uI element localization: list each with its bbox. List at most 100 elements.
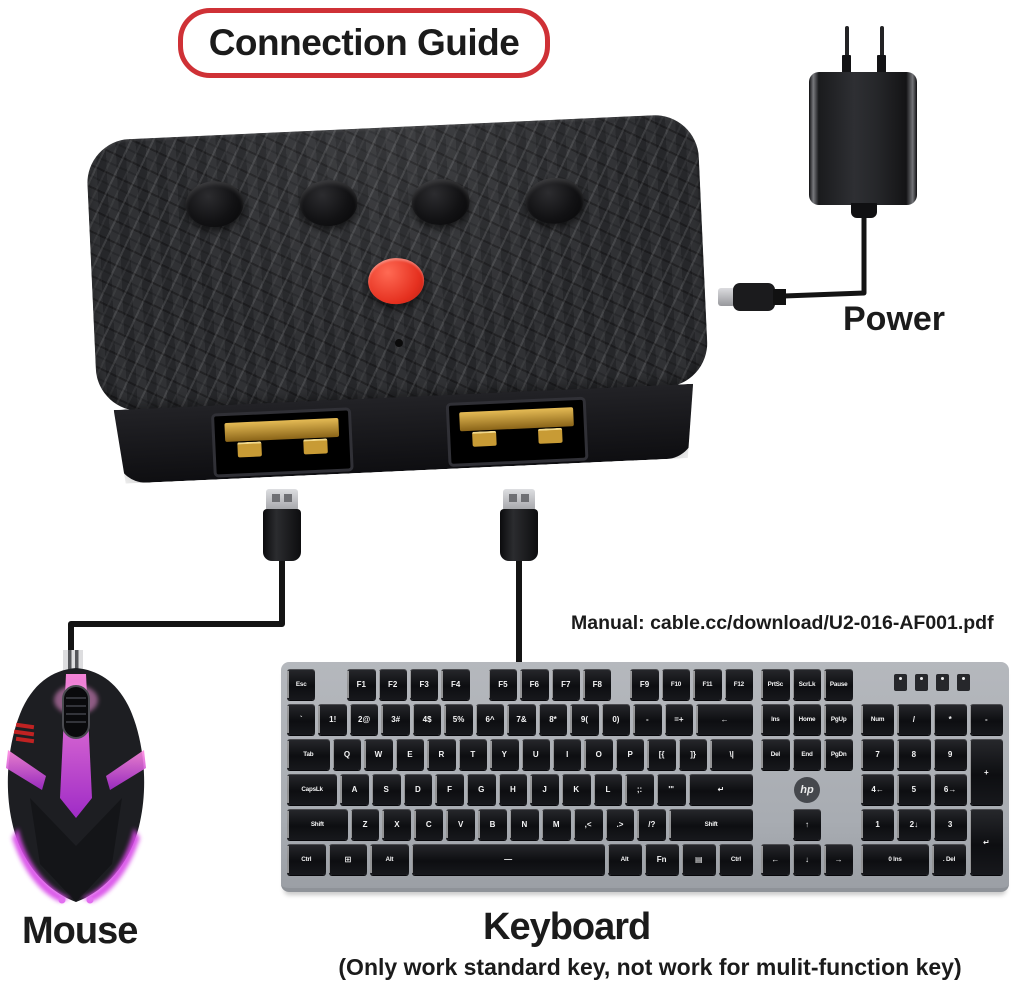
keyboard-key: ScrLk: [792, 669, 822, 700]
keyboard-key: Fn: [644, 844, 679, 875]
keyboard-key: 5: [897, 774, 931, 805]
keyboard-key: Shift: [669, 809, 753, 840]
keyboard-key: 9: [933, 739, 967, 770]
keyboard-key: P: [615, 739, 645, 770]
keyboard-key: F2: [378, 669, 407, 700]
keyboard-key: ↑: [792, 809, 822, 840]
keyboard-key: Q: [332, 739, 362, 770]
power-label: Power: [843, 300, 946, 338]
usb-plug-hole: [272, 494, 280, 502]
hub-indicator-hole: [394, 338, 404, 348]
keyboard-key: I: [552, 739, 582, 770]
usb-port-1: [211, 407, 354, 477]
keyboard-key: F6: [520, 669, 549, 700]
manual-link-text: Manual: cable.cc/download/U2-016-AF001.p…: [571, 612, 994, 634]
usb-plug-icon: [503, 489, 535, 511]
keyboard-key: 9(: [570, 704, 599, 735]
usb-plug-body: [263, 509, 301, 561]
keyboard-key: '": [656, 774, 686, 805]
keyboard-key: . Del: [932, 844, 966, 875]
keyboard-key: G: [466, 774, 496, 805]
keyboard-key: Shift: [287, 809, 348, 840]
keyboard-key: PgDn: [824, 739, 854, 770]
keyboard-key: J: [530, 774, 559, 805]
keyboard-key: C: [414, 809, 444, 840]
keyboard-key: 4$: [412, 704, 442, 735]
keyboard-key: F8: [583, 669, 612, 700]
usb-plug-hole: [509, 494, 517, 502]
keyboard-key: Tab: [287, 739, 330, 770]
keyboard-key: F9: [630, 669, 659, 700]
keyboard-key: /: [897, 704, 931, 735]
keyboard-key: F: [435, 774, 464, 805]
keyboard-key: Ctrl: [718, 844, 753, 875]
key-cluster-nav: ←↓→: [761, 844, 854, 875]
keyboard-key: Pause: [824, 669, 854, 700]
keyboard-key: 1!: [318, 704, 347, 735]
keyboard-key: Y: [490, 739, 519, 770]
plug-prong-icon: [842, 55, 851, 75]
keyboard-key: F4: [441, 669, 470, 700]
usb-plug-hole: [284, 494, 292, 502]
keyboard-key: R: [427, 739, 456, 770]
keyboard-key: F12: [724, 669, 754, 700]
keyboard-key: F1: [347, 669, 376, 700]
keyboard-key: ]}: [678, 739, 708, 770]
keyboard-key: \|: [710, 739, 754, 770]
mouse-glow-right: [82, 828, 140, 902]
usb-contact: [472, 431, 497, 447]
keyboard-key: →: [824, 844, 854, 875]
keyboard-key: Alt: [370, 844, 409, 875]
keyboard-key: S: [371, 774, 401, 805]
keyboard-key: Z: [350, 809, 380, 840]
keyboard-key: D: [403, 774, 433, 805]
keyboard-key: Esc: [287, 669, 316, 700]
keyboard-key: +: [969, 739, 1003, 805]
keyboard-key: F5: [488, 669, 518, 700]
keyboard-key: U: [521, 739, 550, 770]
keyboard-key: —: [411, 844, 605, 875]
mouse-lower-shell: [30, 798, 122, 902]
mouse-glow-dot: [58, 896, 66, 904]
keyboard-key: =+: [664, 704, 694, 735]
key-cluster-num: [861, 669, 1003, 705]
indicator-led: [936, 674, 949, 691]
keyboard-key: 8: [897, 739, 931, 770]
cable-stripe: [75, 650, 79, 676]
hp-logo: hp: [794, 776, 820, 803]
keyboard-key: H: [498, 774, 528, 805]
hub-switch-button-4: [524, 176, 585, 226]
keyboard-key: -: [633, 704, 662, 735]
usb-port-2: [446, 397, 589, 467]
keyboard-key: .>: [605, 809, 635, 840]
usb-c-connector-neck: [773, 289, 786, 305]
key-cluster-main: `1!2@3#4$5%6^7&8*9(0)-=+←: [287, 704, 754, 735]
keyboard-key: Ins: [761, 704, 790, 735]
keyboard-key: ;:: [625, 774, 654, 805]
keyboard-key: Num: [861, 704, 895, 735]
keyboard-key: PrtSc: [761, 669, 790, 700]
indicator-led: [957, 674, 970, 691]
keyboard-key: 5%: [444, 704, 473, 735]
adapter-body: [809, 72, 917, 205]
keyboard-key: 7: [861, 739, 895, 770]
keyboard-key: `: [287, 704, 316, 735]
key-cluster-nav: hp: [761, 774, 853, 805]
keyboard-key: 6^: [475, 704, 505, 735]
keyboard-key: *: [933, 704, 967, 735]
cable-stripe: [68, 650, 72, 676]
usb-contact: [237, 441, 262, 457]
